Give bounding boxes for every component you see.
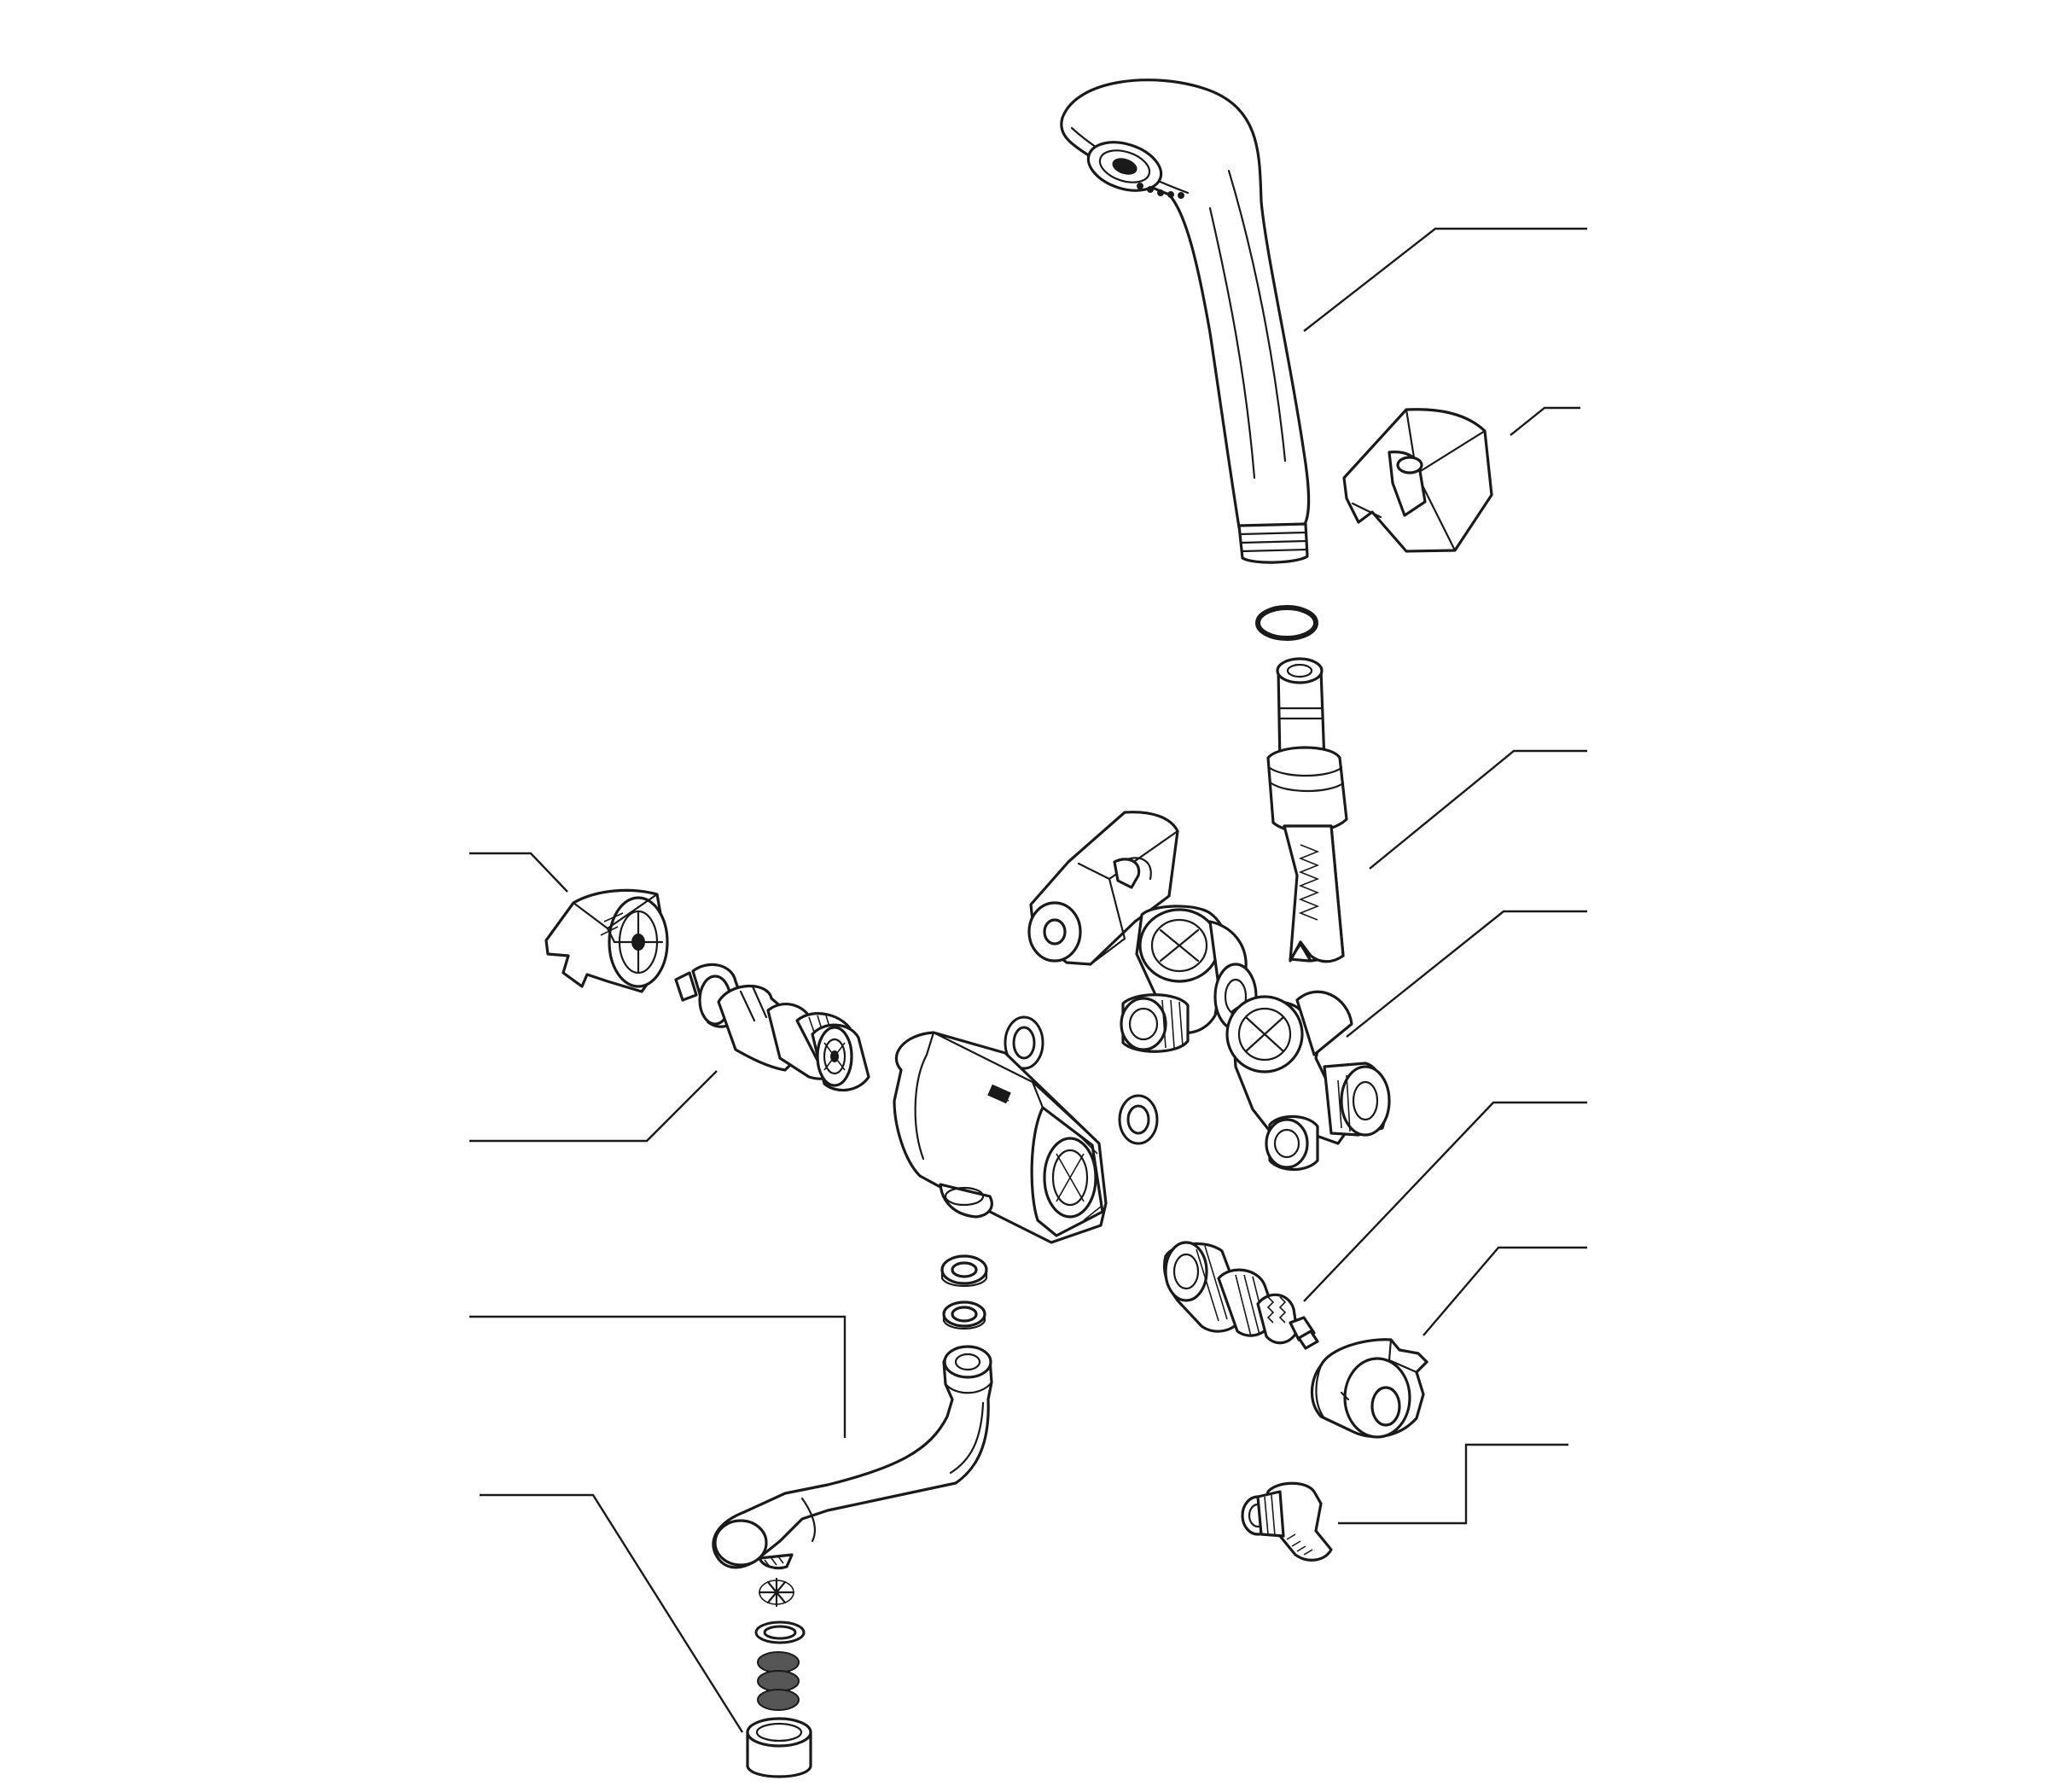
leader-elbow-adapter	[1338, 1443, 1568, 1525]
shower-holder-wall	[1342, 408, 1493, 553]
gasket-right	[1118, 1094, 1159, 1145]
mixer-body	[893, 1031, 1108, 1244]
shower-head	[1060, 79, 1311, 564]
gasket-left	[1004, 1015, 1044, 1070]
leader-shower-holder-wall	[1510, 406, 1580, 436]
leader-handle-cap-right	[1423, 1246, 1587, 1336]
handle-cap-left	[544, 888, 669, 993]
o-ring-top	[1255, 605, 1318, 641]
aerator-mesh-2	[757, 1670, 800, 1692]
aerator-mesh-3	[757, 1689, 800, 1711]
spout-nut-rings	[940, 1254, 988, 1330]
leader-shower-hose	[1369, 749, 1587, 870]
leader-valve-cartridge-right	[1303, 1101, 1587, 1302]
valve-cartridge-right	[1162, 1241, 1319, 1350]
aerator-set	[746, 1577, 812, 1778]
valve-cartridge-left	[674, 963, 870, 1092]
leader-handle-cap-left	[469, 852, 568, 893]
leader-union-fittings	[1346, 910, 1587, 1038]
union-elbow-fitting-right	[1225, 990, 1391, 1171]
spout-pipe	[712, 1345, 993, 1570]
aerator-mesh-1	[757, 1651, 800, 1673]
leader-lines	[469, 227, 1587, 1733]
leader-spout-pipe	[469, 1315, 847, 1438]
shower-hose	[1266, 657, 1348, 963]
elbow-adapter	[1241, 1481, 1333, 1562]
shower-holder-bracket	[1027, 811, 1179, 966]
union-elbow-fitting-left	[1120, 905, 1258, 1053]
leader-aerator	[480, 1493, 744, 1733]
handle-cap-right	[1310, 1338, 1428, 1439]
aerator-housing	[746, 1717, 812, 1778]
aerator-star-insert	[758, 1577, 795, 1608]
leader-shower-head	[1303, 227, 1587, 332]
leader-valve-cartridge-left	[469, 1070, 718, 1143]
